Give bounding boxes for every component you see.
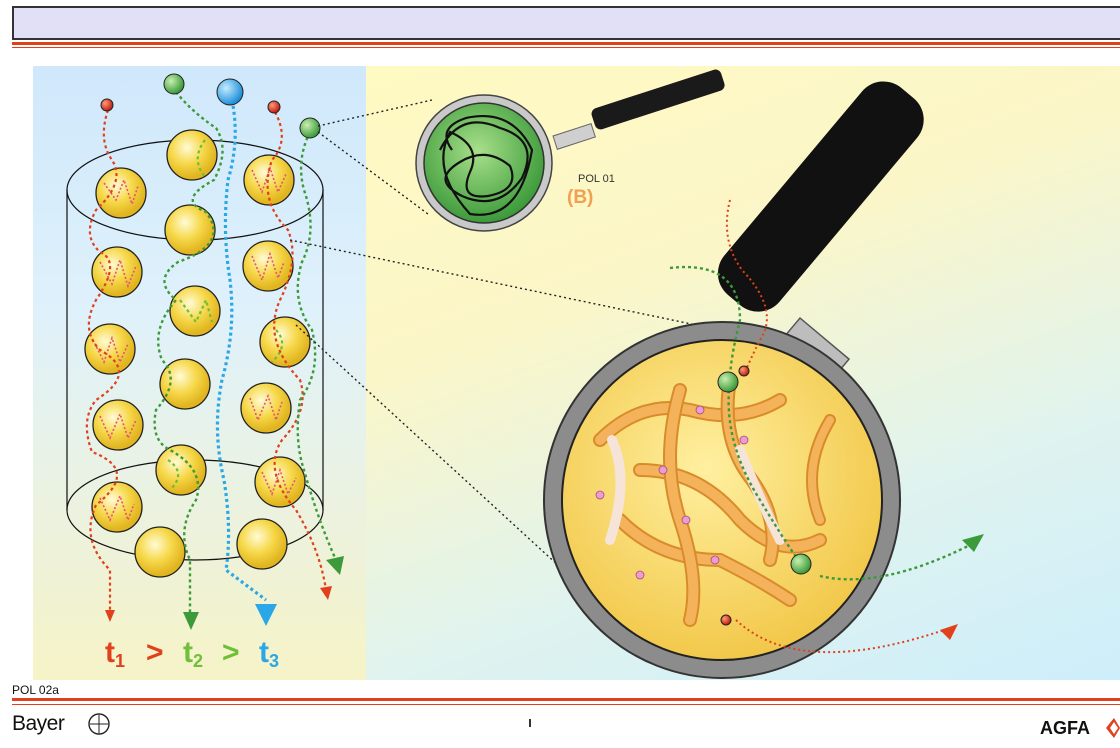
inset-label: (B) bbox=[567, 187, 593, 209]
footer-divider bbox=[12, 698, 1120, 701]
bayer-cross-icon bbox=[88, 713, 110, 735]
green-analyte-ball bbox=[164, 74, 184, 94]
footer-divider-thin bbox=[12, 704, 1120, 705]
blue-analyte-ball bbox=[217, 79, 243, 105]
green-analyte-zoom bbox=[718, 372, 738, 392]
red-analyte-ball-2 bbox=[268, 101, 280, 113]
red-exit-arrow-zoom bbox=[940, 624, 958, 640]
green-exit-arrow-zoom bbox=[962, 534, 984, 552]
comparator-2: > bbox=[222, 636, 240, 670]
red-analyte-zoom bbox=[739, 366, 749, 376]
time-label-t1: t1 bbox=[105, 636, 125, 672]
bayer-logo: Bayer bbox=[12, 712, 64, 736]
agfa-logo: AGFA bbox=[1040, 718, 1090, 739]
red-analyte-ball bbox=[101, 99, 113, 111]
time-label-t3: t3 bbox=[259, 636, 279, 672]
red-analyte-zoom-2 bbox=[721, 615, 731, 625]
inset-code: POL 01 bbox=[578, 173, 615, 185]
green-analyte-ball-2 bbox=[300, 118, 320, 138]
agfa-rhombus-icon bbox=[1102, 716, 1120, 740]
green-analyte-zoom-2 bbox=[791, 554, 811, 574]
comparator-1: > bbox=[146, 636, 164, 670]
slide-code: POL 02a bbox=[12, 683, 59, 697]
time-label-t2: t2 bbox=[183, 636, 203, 672]
packing-beads bbox=[85, 130, 310, 577]
center-mark bbox=[529, 719, 531, 727]
